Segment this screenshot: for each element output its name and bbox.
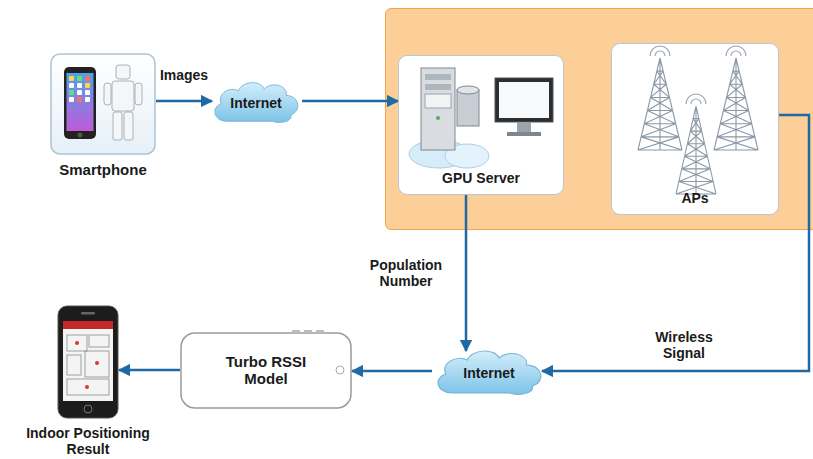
device-node: Indoor Positioning Result (8, 305, 168, 457)
cloud-node: Internet (210, 78, 302, 124)
phone-key (316, 330, 324, 333)
device-frame (50, 53, 156, 155)
illustrated-box: APs (611, 43, 779, 215)
phone-illustration (57, 305, 119, 419)
edge-label: Images (134, 67, 234, 83)
signal-arc (731, 51, 741, 56)
label-wrap: Turbo RSSI Model (208, 330, 324, 410)
device-node: Smartphone (48, 53, 158, 178)
connector-arrow (156, 100, 212, 103)
device-label: Smartphone (48, 161, 158, 178)
edge-label: Population Number (356, 257, 456, 289)
smartphone-illustration (50, 53, 156, 155)
signal-arc (655, 51, 665, 56)
box-label: GPU Server (403, 170, 559, 186)
connector-arrow (352, 370, 432, 373)
signal-arc (650, 46, 670, 56)
device-label: Indoor Positioning Result (8, 425, 168, 457)
signal-arc (726, 46, 746, 56)
phone-button (336, 366, 344, 374)
device-frame (57, 305, 119, 419)
connector-arrow (302, 100, 398, 103)
connector-arrow (465, 195, 468, 351)
edge-label: Wireless Signal (634, 329, 734, 361)
cloud-label: Internet (463, 365, 514, 381)
tower-lattice (676, 106, 716, 194)
label-wrap: Internet (438, 346, 540, 396)
signal-arc (691, 99, 701, 104)
phone-frame-node: Turbo RSSI Model (180, 330, 352, 410)
phone-key (304, 330, 312, 333)
connector-arrow (119, 369, 180, 372)
cloud-outline (438, 351, 541, 394)
signal-arc (686, 94, 706, 104)
box-label: APs (616, 190, 774, 206)
phone-body (181, 333, 351, 408)
illustrated-box: GPU Server (398, 55, 564, 195)
label-wrap: Internet (216, 78, 296, 124)
phone-key (292, 330, 300, 333)
cloud-label: Internet (230, 95, 281, 111)
model-label: Turbo RSSI Model (208, 353, 324, 388)
cloud-node: Internet (432, 346, 546, 396)
tower-lattice (714, 58, 758, 150)
cloud-outline (215, 83, 298, 123)
tower-lattice (638, 58, 682, 150)
